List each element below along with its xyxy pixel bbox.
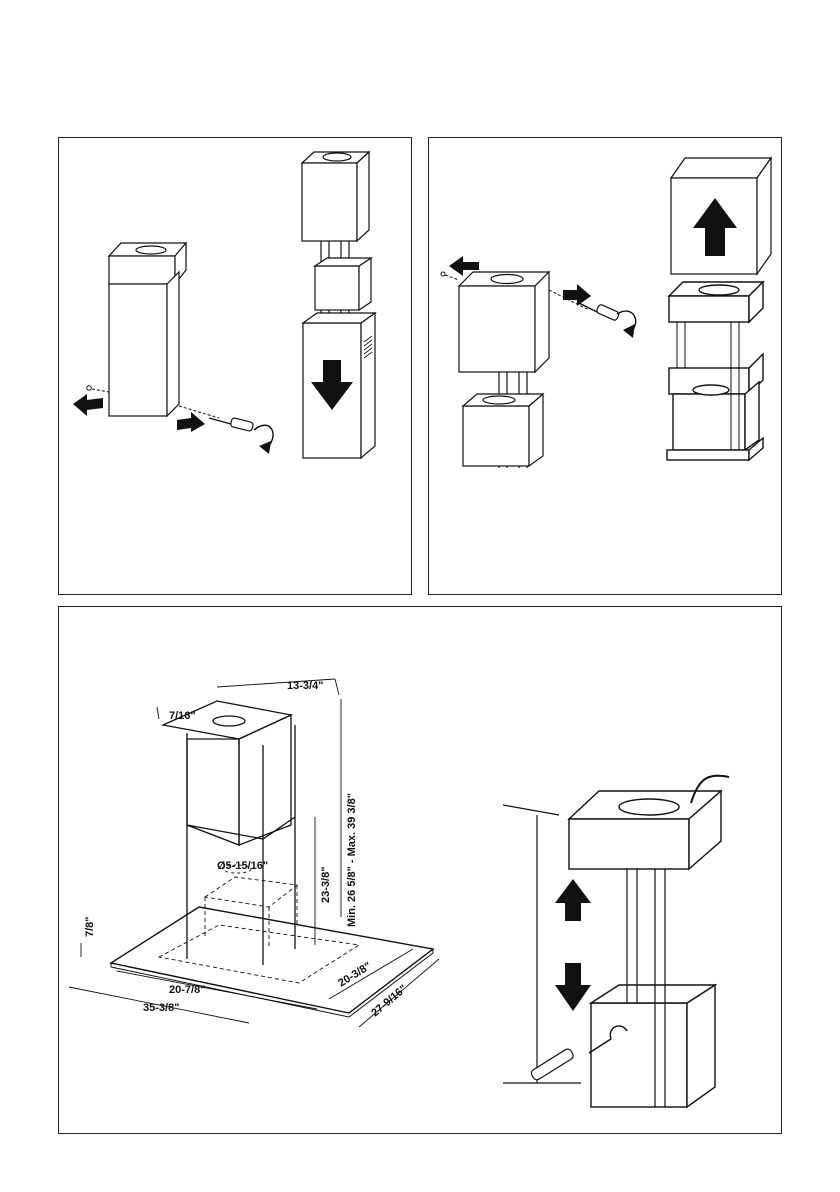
dim-height-range: Min. 26 5/8" - Max. 39 3/8" xyxy=(346,793,358,927)
chimney-cap-front xyxy=(109,256,175,284)
screwdriver-icon xyxy=(579,303,620,321)
upper-chimney xyxy=(459,286,535,372)
motor-housing xyxy=(463,406,529,466)
motor-housing xyxy=(315,266,359,310)
dim-outer-width: 35-3/8" xyxy=(143,1002,179,1014)
screw-icon xyxy=(87,386,91,390)
dim-glass-thickness: 7/8" xyxy=(84,916,96,937)
motor-housing xyxy=(673,394,745,450)
duct-opening xyxy=(136,246,166,254)
arrow-left-icon xyxy=(73,394,103,416)
dim-inner-width: 20-7/8" xyxy=(169,984,205,996)
chimney-lower-side xyxy=(167,272,179,416)
dim-lower-height: 23-3/8" xyxy=(320,867,332,903)
lifted-chimney-top xyxy=(671,158,771,178)
step-1-illustration xyxy=(59,138,413,596)
arrow-right-icon xyxy=(177,412,205,432)
step-panel-remove-upper-chimney xyxy=(428,137,782,595)
step-panel-remove-lower-chimney xyxy=(58,137,412,595)
dimensions-panel: 13-3/4" 7/16" Min. 26 5/8" - Max. 39 3/8… xyxy=(58,606,782,1134)
arrow-right-icon xyxy=(563,284,591,306)
step-2-illustration xyxy=(429,138,783,596)
screwdriver-icon xyxy=(209,417,254,431)
chimney-lower-front xyxy=(109,284,167,416)
motor-housing xyxy=(591,1003,687,1107)
arrow-up-icon xyxy=(555,879,591,921)
dim-top-width: 13-3/4" xyxy=(287,680,323,692)
dimensions-illustration: 13-3/4" 7/16" Min. 26 5/8" - Max. 39 3/8… xyxy=(59,607,783,1135)
upper-chimney-front xyxy=(302,163,357,241)
dim-top-depth: 7/16" xyxy=(169,710,196,722)
dim-duct-diameter: Ø5-15/16" xyxy=(217,860,268,872)
arrow-down-icon xyxy=(555,963,591,1011)
